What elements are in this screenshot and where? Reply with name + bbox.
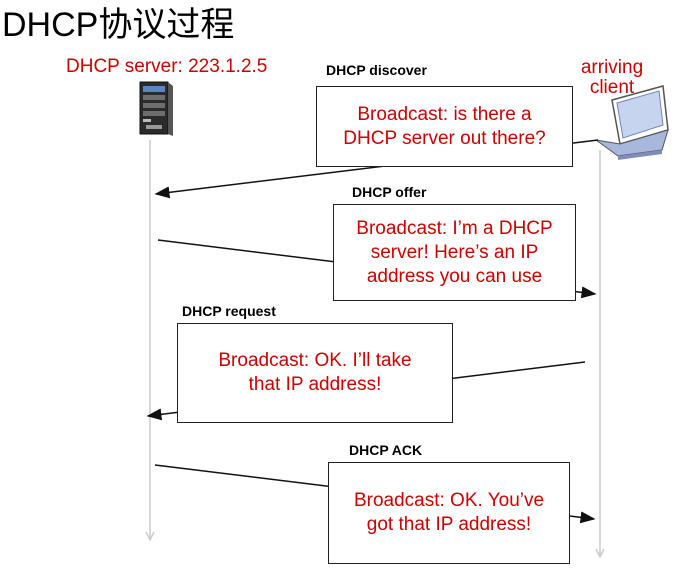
ack-text-line: got that IP address! <box>366 514 532 535</box>
offer-text-line: address you can use <box>366 265 543 287</box>
ack-label: DHCP ACK <box>349 442 423 458</box>
discover-box: Broadcast: is there a DHCP server out th… <box>316 86 573 167</box>
request-text-line: Broadcast: OK. I’ll take <box>218 350 412 371</box>
request-box: Broadcast: OK. I’ll take that IP address… <box>177 323 453 423</box>
ack-box: Broadcast: OK. You’ve got that IP addres… <box>328 462 570 564</box>
server-tower-icon <box>139 81 173 136</box>
request-text-line: that IP address! <box>248 374 382 395</box>
laptop-icon <box>595 85 669 160</box>
client-label: arriving client <box>580 57 644 98</box>
discover-text-line: Broadcast: is there a <box>357 103 532 125</box>
server-label: DHCP server: 223.1.2.5 <box>66 56 268 77</box>
discover-text-line: DHCP server out there? <box>343 127 546 149</box>
offer-label: DHCP offer <box>352 184 427 200</box>
page-title: DHCP协议过程 <box>2 6 235 44</box>
client-timeline-end <box>595 548 605 559</box>
discover-label: DHCP discover <box>326 62 427 78</box>
offer-text-line: Broadcast: I’m a DHCP <box>356 217 553 239</box>
ack-text-line: Broadcast: OK. You’ve <box>353 490 545 511</box>
request-label: DHCP request <box>182 303 276 319</box>
offer-box: Broadcast: I’m a DHCP server! Here’s an … <box>333 204 576 301</box>
server-timeline-end <box>145 531 155 542</box>
offer-text-line: server! Here’s an IP <box>370 241 539 263</box>
